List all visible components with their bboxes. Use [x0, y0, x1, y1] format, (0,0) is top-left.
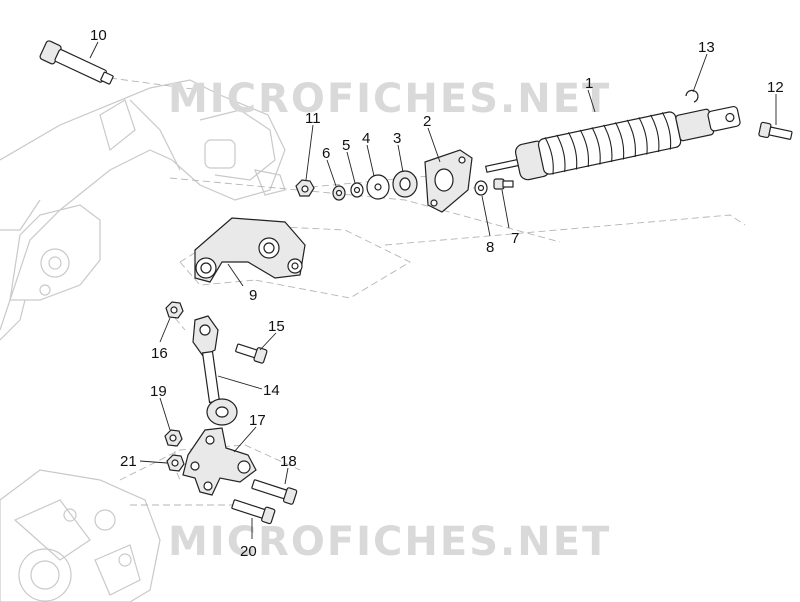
callout-15: 15: [268, 318, 285, 335]
lower-bracket: [182, 427, 257, 496]
callout-14: 14: [263, 382, 280, 399]
callout-13: 13: [698, 39, 715, 56]
callouts: 1 2 3 4 5 6 7 8 9 10 11 12 13 14 15 16 1…: [90, 27, 784, 560]
callout-12: 12: [767, 79, 784, 96]
callout-9: 9: [249, 287, 257, 304]
callout-21: 21: [120, 453, 137, 470]
watermark-top: MICROFICHES.NET: [168, 76, 611, 122]
nut-21: [166, 454, 185, 472]
callout-16: 16: [151, 345, 168, 362]
callout-1: 1: [585, 75, 593, 92]
bolt-7: [493, 178, 514, 190]
callout-18: 18: [280, 453, 297, 470]
callout-11: 11: [305, 110, 321, 127]
callout-4: 4: [362, 130, 370, 147]
bolt-18: [251, 479, 298, 505]
bushing-3: [392, 170, 418, 198]
bolt-15: [235, 343, 268, 364]
callout-3: 3: [393, 130, 401, 147]
watermark-bottom: MICROFICHES.NET: [168, 519, 611, 565]
bolt-20: [231, 499, 276, 525]
tie-rod: [192, 315, 238, 426]
bolt-12: [758, 121, 793, 140]
bracket-plate: [424, 149, 473, 213]
washer-6: [332, 185, 346, 201]
nut-19: [164, 429, 183, 447]
clip-13: [685, 89, 699, 103]
washer-4: [366, 174, 390, 200]
engine-case-outline: [0, 469, 161, 602]
washer-8: [474, 180, 488, 196]
leader-lines: [89, 41, 777, 539]
link-bracket: [194, 217, 306, 283]
nut-11: [295, 179, 315, 197]
washer-5: [350, 182, 364, 198]
callout-17: 17: [249, 412, 266, 429]
callout-10: 10: [90, 27, 107, 44]
nut-16: [165, 301, 184, 319]
callout-6: 6: [322, 145, 330, 162]
callout-20: 20: [240, 543, 257, 560]
callout-7: 7: [511, 230, 519, 247]
pivot-bolt: [39, 40, 114, 85]
callout-5: 5: [342, 137, 350, 154]
callout-2: 2: [423, 113, 431, 130]
shock-absorber: [485, 105, 741, 181]
callout-8: 8: [486, 239, 494, 256]
callout-19: 19: [150, 383, 167, 400]
